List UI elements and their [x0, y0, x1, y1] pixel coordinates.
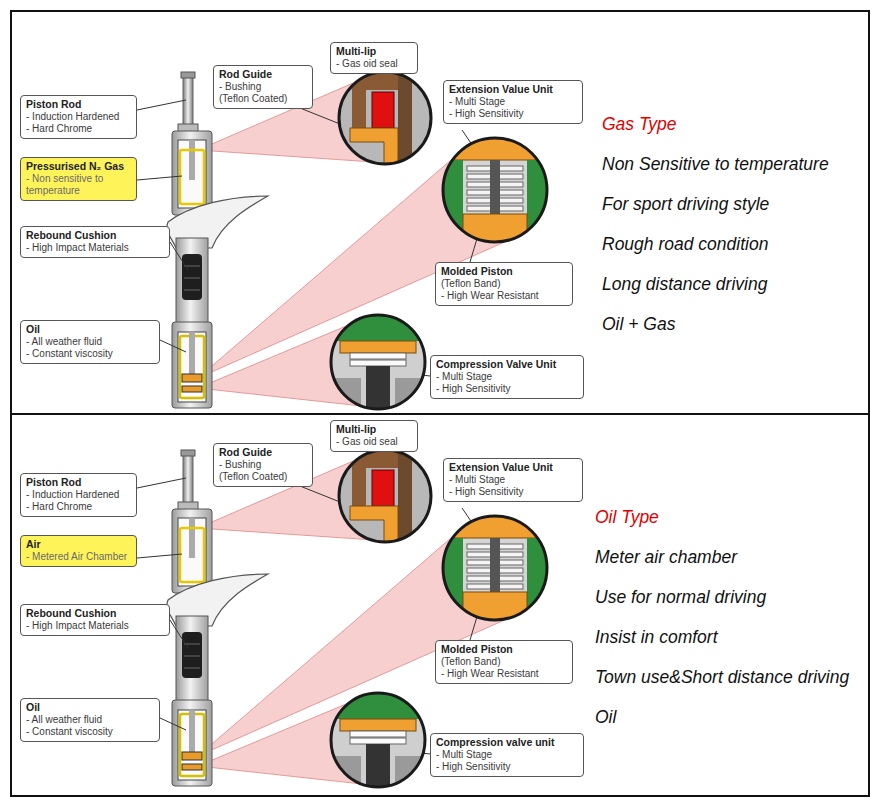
- part-name: Compression valve unit: [436, 736, 578, 749]
- part-name: Oil: [26, 701, 154, 714]
- part-note: - Constant viscosity: [26, 348, 154, 360]
- part-note: - High Impact Materials: [26, 242, 164, 254]
- part-name: Piston Rod: [26, 98, 131, 111]
- part-name: Compression Valve Unit: [436, 358, 578, 371]
- part-note: - High Impact Materials: [26, 620, 164, 632]
- callout-box: Compression valve unit- Multi Stage- Hig…: [430, 733, 584, 777]
- callout-box: Oil- All weather fluid- Constant viscosi…: [20, 320, 160, 364]
- part-name: Air: [26, 538, 131, 551]
- part-note: - Multi Stage: [449, 96, 577, 108]
- callout-box: Piston Rod- Induction Hardened- Hard Chr…: [20, 473, 137, 517]
- part-note: - All weather fluid: [26, 336, 154, 348]
- feature-text: Non Sensitive to temperature: [602, 144, 864, 184]
- part-note: - Multi Stage: [449, 474, 577, 486]
- part-note: - Non sensitive to temperature: [26, 173, 131, 197]
- part-note: (Teflon Coated): [219, 93, 307, 105]
- callout-box: Extension Value Unit- Multi Stage- High …: [443, 80, 583, 124]
- part-name: Rod Guide: [219, 68, 307, 81]
- part-note: (Teflon Band): [441, 656, 567, 668]
- part-note: - Bushing: [219, 81, 307, 93]
- feature-text: Use for normal driving: [595, 577, 865, 617]
- part-note: - Induction Hardened: [26, 111, 131, 123]
- part-note: - High Sensitivity: [449, 486, 577, 498]
- feature-text: Meter air chamber: [595, 537, 865, 577]
- feature-text: Insist in comfort: [595, 617, 865, 657]
- type-summary: Gas TypeNon Sensitive to temperatureFor …: [602, 104, 864, 344]
- callout-box: Piston Rod- Induction Hardened- Hard Chr…: [20, 95, 137, 139]
- part-note: - Constant viscosity: [26, 726, 154, 738]
- callout-box: Air- Metered Air Chamber: [20, 535, 137, 567]
- feature-text: For sport driving style: [602, 184, 864, 224]
- part-note: - High Sensitivity: [449, 108, 577, 120]
- part-name: Oil: [26, 323, 154, 336]
- callout-box: Multi-lip- Gas oid seal: [330, 42, 418, 74]
- part-name: Molded Piston: [441, 643, 567, 656]
- type-heading: Gas Type: [602, 104, 864, 144]
- callout-box: Molded Piston(Teflon Band)- High Wear Re…: [435, 640, 573, 684]
- part-note: - Multi Stage: [436, 371, 578, 383]
- part-name: Molded Piston: [441, 265, 567, 278]
- part-name: Piston Rod: [26, 476, 131, 489]
- part-note: - High Sensitivity: [436, 761, 578, 773]
- type-summary: Oil TypeMeter air chamberUse for normal …: [595, 497, 865, 737]
- panel: Oil TypeMeter air chamberUse for normal …: [10, 413, 870, 797]
- part-note: - Hard Chrome: [26, 501, 131, 513]
- callout-box: Rebound Cushion- High Impact Materials: [20, 226, 170, 258]
- callout-box: Compression Valve Unit- Multi Stage- Hig…: [430, 355, 584, 399]
- callout-box: Rod Guide- Bushing(Teflon Coated): [213, 443, 313, 487]
- callout-box: Rebound Cushion- High Impact Materials: [20, 604, 170, 636]
- callout-box: Multi-lip- Gas oid seal: [330, 420, 418, 452]
- part-note: (Teflon Band): [441, 278, 567, 290]
- part-note: - Hard Chrome: [26, 123, 131, 135]
- callout-box: Pressurised N₂ Gas- Non sensitive to tem…: [20, 157, 137, 201]
- feature-text: Long distance driving: [602, 264, 864, 304]
- feature-text: Rough road condition: [602, 224, 864, 264]
- part-name: Pressurised N₂ Gas: [26, 160, 131, 173]
- part-note: - Metered Air Chamber: [26, 551, 131, 563]
- part-name: Multi-lip: [336, 423, 412, 436]
- part-name: Rod Guide: [219, 446, 307, 459]
- feature-text: Oil: [595, 697, 865, 737]
- feature-text: Oil + Gas: [602, 304, 864, 344]
- callout-box: Molded Piston(Teflon Band)- High Wear Re…: [435, 262, 573, 306]
- part-note: (Teflon Coated): [219, 471, 307, 483]
- part-name: Rebound Cushion: [26, 229, 164, 242]
- panel: Gas TypeNon Sensitive to temperatureFor …: [10, 10, 870, 415]
- part-name: Extension Value Unit: [449, 83, 577, 96]
- type-heading: Oil Type: [595, 497, 865, 537]
- part-name: Rebound Cushion: [26, 607, 164, 620]
- part-name: Extension Value Unit: [449, 461, 577, 474]
- part-note: - Induction Hardened: [26, 489, 131, 501]
- feature-text: Town use&Short distance driving: [595, 657, 865, 697]
- part-name: Multi-lip: [336, 45, 412, 58]
- callout-box: Rod Guide- Bushing(Teflon Coated): [213, 65, 313, 109]
- part-note: - High Wear Resistant: [441, 290, 567, 302]
- callout-box: Extension Value Unit- Multi Stage- High …: [443, 458, 583, 502]
- part-note: - All weather fluid: [26, 714, 154, 726]
- part-note: - Gas oid seal: [336, 58, 412, 70]
- part-note: - Bushing: [219, 459, 307, 471]
- part-note: - Multi Stage: [436, 749, 578, 761]
- part-note: - High Sensitivity: [436, 383, 578, 395]
- part-note: - High Wear Resistant: [441, 668, 567, 680]
- part-note: - Gas oid seal: [336, 436, 412, 448]
- callout-box: Oil- All weather fluid- Constant viscosi…: [20, 698, 160, 742]
